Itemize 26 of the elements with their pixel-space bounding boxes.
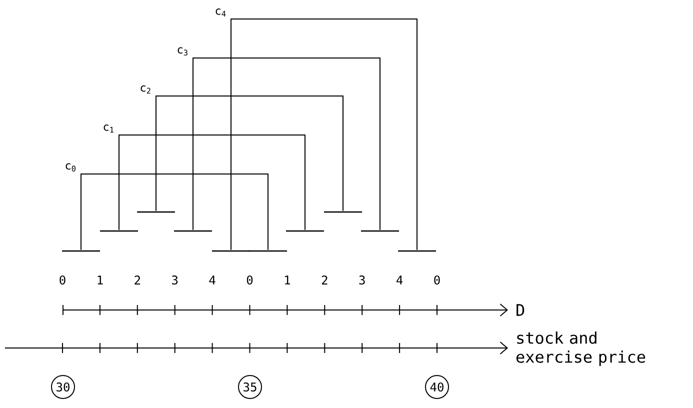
tick-label: 2 [134,276,140,284]
tick-label: 0 [60,275,66,285]
bracket-line [230,18,418,250]
bracket-line [118,134,306,230]
edge-label: c$_{1}$ [104,124,114,132]
tick-label: 0 [434,275,440,285]
axis-label: D [516,304,524,316]
tick-label: 1 [98,276,103,284]
tick-label: 0 [246,275,253,285]
edge-label: c$_{4}$ [216,8,226,16]
circled-number: 30 [51,375,75,399]
circled-number: 35 [238,375,262,399]
edge-label: c$_{3}$ [178,47,188,56]
edge-label: c$_{0}$ [66,163,76,172]
edge-label: c$_{2}$ [140,85,150,94]
tick-label: 3 [172,275,178,285]
tick-label: 1 [285,276,290,284]
bracket-line [156,96,344,212]
bracket-line [192,58,380,230]
axis-label: stock and exercise price [516,332,646,366]
tick-label: 4 [209,276,216,284]
circled-number: 40 [425,375,449,399]
tick-label: 3 [359,275,365,285]
tick-label: 2 [322,276,328,284]
tick-label: 4 [396,276,403,284]
bracket-line [80,174,268,250]
